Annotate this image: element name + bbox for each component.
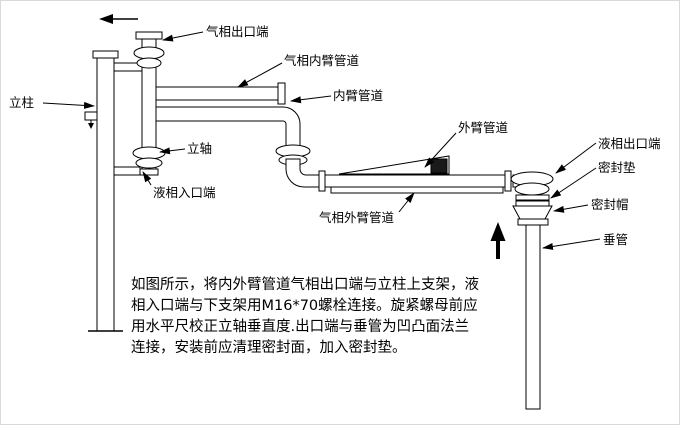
label-gas-outer-arm: 气相外臂管道 (319, 210, 395, 225)
riser-shaft-shape (132, 31, 166, 176)
label-liquid-inlet: 液相入口端 (153, 185, 216, 200)
label-inner-arm: 内臂管道 (333, 88, 384, 103)
label-outer-arm: 外臂管道 (458, 120, 509, 135)
outlet-elbow-shape (510, 171, 554, 226)
mid-elbow-shape (285, 158, 324, 188)
installation-note: 如图所示，将内外臂管道气相出口端与立柱上支架，液 相入口端与下支架用M16*70… (131, 276, 479, 356)
up-direction-arrow-icon (490, 222, 506, 259)
label-gas-inner-arm: 气相内臂管道 (284, 53, 360, 68)
label-drop-pipe: 垂管 (603, 232, 628, 247)
note-line-3: 用水平尺校正立轴垂直度.出口端与垂管为凹凸面法兰 (131, 318, 469, 335)
label-seal-cap: 密封帽 (591, 197, 629, 212)
column-shape (84, 50, 143, 332)
label-seal-gasket: 密封垫 (598, 160, 636, 175)
note-line-4: 连接，安装前应清理密封面，加入密封垫。 (131, 338, 407, 356)
gas-inner-arm-pipe-shape (155, 82, 286, 105)
note-line-1: 如图所示，将内外臂管道气相出口端与立柱上支架，液 (131, 276, 479, 293)
left-direction-arrow-icon (99, 14, 138, 24)
inner-arm-pipe-shape (155, 106, 311, 166)
label-vertical-shaft: 立轴 (187, 141, 212, 156)
label-gas-outlet: 气相出口端 (206, 24, 269, 39)
leader-lines (42, 31, 601, 250)
label-column: 立柱 (9, 95, 34, 110)
drop-pipe-shape (525, 224, 541, 410)
outer-arm-shape (318, 155, 512, 194)
label-liquid-outlet: 液相出口端 (598, 136, 661, 151)
note-line-2: 相入口端与下支架用M16*70螺栓连接。旋紧螺母前应 (131, 296, 478, 314)
